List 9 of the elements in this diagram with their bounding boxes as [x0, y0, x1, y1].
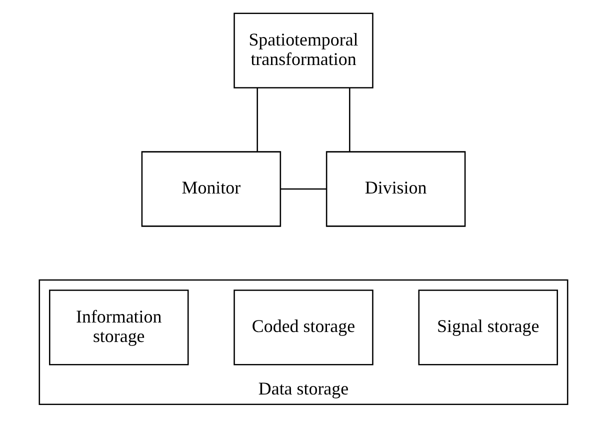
node-box: Signal storage: [418, 290, 558, 366]
node-box: Monitor: [140, 151, 281, 227]
connector: [256, 88, 258, 152]
node-box: Information storage: [48, 290, 188, 366]
node-box: Division: [325, 151, 466, 227]
connector: [280, 188, 326, 190]
node-box: Coded storage: [233, 290, 373, 366]
node-box: Spatiotemporal transformation: [233, 12, 373, 88]
connector: [348, 88, 350, 152]
